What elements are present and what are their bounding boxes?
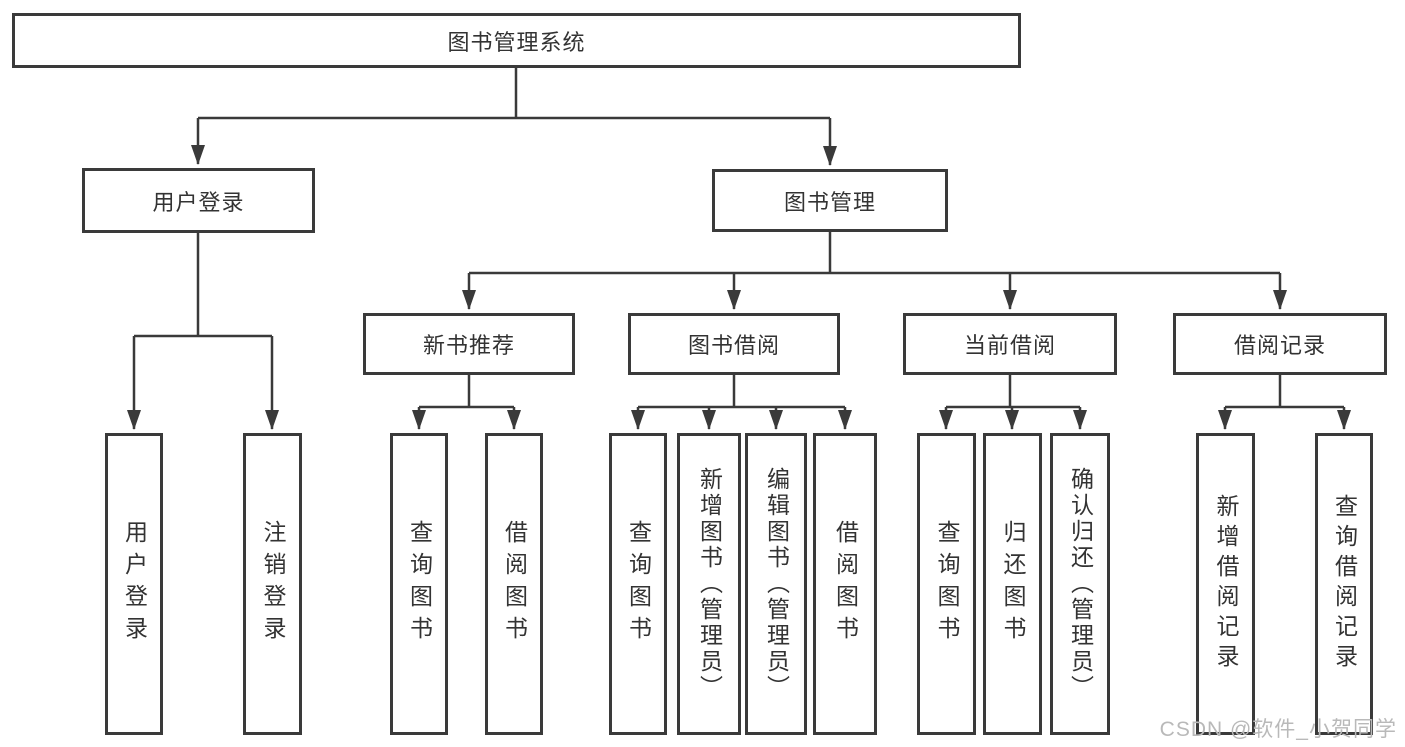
node-user-login: 用户登录	[82, 168, 315, 233]
csdn-watermark: CSDN @软件_小贺同学	[1159, 718, 1397, 741]
node-borrowing-records: 借阅记录	[1173, 313, 1387, 375]
node-new-book-recommendation: 新书推荐	[363, 313, 575, 375]
leaf-query-books-borrowing: 查询图书	[609, 433, 667, 735]
leaf-return-books: 归还图书	[983, 433, 1042, 735]
leaf-logout: 注销登录	[243, 433, 302, 735]
leaf-borrow-books-recommend: 借阅图书	[485, 433, 543, 735]
node-book-management: 图书管理	[712, 169, 948, 232]
leaf-query-books-recommend: 查询图书	[390, 433, 448, 735]
leaf-add-books-admin: 新增图书（管理员）	[677, 433, 741, 735]
node-current-borrowing: 当前借阅	[903, 313, 1117, 375]
leaf-query-books-current: 查询图书	[917, 433, 976, 735]
node-book-borrowing: 图书借阅	[628, 313, 840, 375]
leaf-borrow-books: 借阅图书	[813, 433, 877, 735]
leaf-add-borrow-record: 新增借阅记录	[1196, 433, 1255, 735]
leaf-edit-books-admin: 编辑图书（管理员）	[745, 433, 807, 735]
leaf-confirm-return-admin: 确认归还（管理员）	[1050, 433, 1110, 735]
leaf-user-login: 用户登录	[105, 433, 163, 735]
node-library-management-system: 图书管理系统	[12, 13, 1021, 68]
leaf-query-borrow-record: 查询借阅记录	[1315, 433, 1373, 735]
